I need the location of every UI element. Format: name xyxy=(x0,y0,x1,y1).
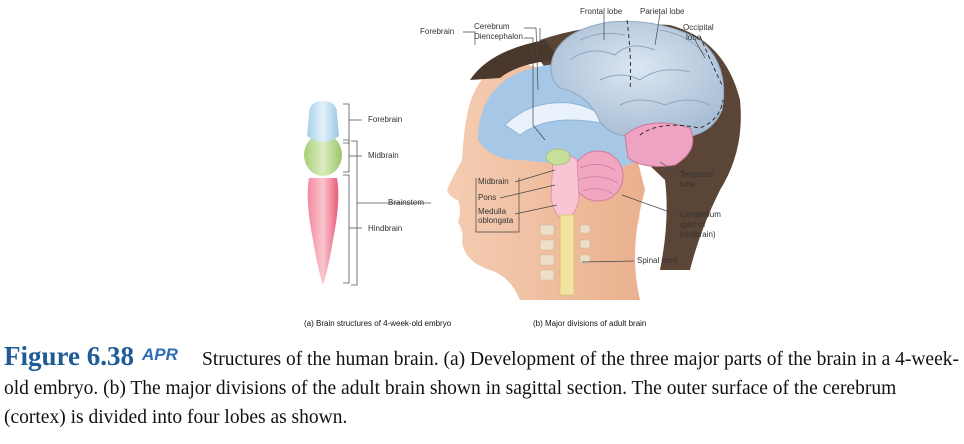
label-cerebrum: Cerebrum xyxy=(474,22,510,31)
adult-head xyxy=(447,19,741,300)
adult-leader-lines xyxy=(463,13,706,263)
apr-badge-icon[interactable]: APR xyxy=(141,344,188,373)
subcaption-a: (a) Brain structures of 4-week-old embry… xyxy=(304,319,452,328)
apr-badge-text: APR xyxy=(142,345,179,364)
label-temporal-lobe-2: lobe xyxy=(680,180,696,189)
label-adult-forebrain: Forebrain xyxy=(420,27,455,36)
cerebellum-section xyxy=(572,150,624,202)
label-embryo-midbrain: Midbrain xyxy=(368,151,399,160)
label-frontal-lobe: Frontal lobe xyxy=(580,7,623,16)
label-adult-midbrain: Midbrain xyxy=(478,177,509,186)
label-embryo-brainstem: Brainstem xyxy=(388,198,425,207)
figure-number: Figure 6.38 xyxy=(4,341,134,371)
label-diencephalon: Diencephalon xyxy=(474,32,523,41)
embryo-hindbrain-segment xyxy=(307,178,339,285)
caption-text: Structures of the human brain. (a) Devel… xyxy=(4,349,959,428)
label-spinal-cord: Spinal cord xyxy=(637,256,678,265)
embryo-neural-tube xyxy=(304,101,342,285)
temporal-lobe-region xyxy=(624,122,694,167)
label-embryo-forebrain: Forebrain xyxy=(368,115,403,124)
spinal-cord xyxy=(559,214,575,296)
label-occipital-lobe-2: lobe xyxy=(686,33,702,42)
label-cerebellum-2: (part of xyxy=(680,220,706,229)
embryo-brackets xyxy=(343,103,431,286)
label-pons: Pons xyxy=(478,193,497,202)
subcaption-b: (b) Major divisions of adult brain xyxy=(533,319,647,328)
brain-figure: Forebrain Midbrain Brainstem Hindbrain F… xyxy=(304,7,741,328)
label-occipital-lobe-1: Occipital xyxy=(683,23,714,32)
label-parietal-lobe: Parietal lobe xyxy=(640,7,685,16)
label-temporal-lobe-1: Temporal xyxy=(680,170,713,179)
brain-illustration xyxy=(304,13,741,300)
label-cerebellum-3: hindbrain) xyxy=(680,230,716,239)
embryo-forebrain-segment xyxy=(307,101,339,142)
label-cerebellum-1: Cerebellum xyxy=(680,210,721,219)
label-medulla-2: oblongata xyxy=(478,216,514,225)
label-embryo-hindbrain: Hindbrain xyxy=(368,224,403,233)
label-medulla-1: Medulla xyxy=(478,207,507,216)
embryo-midbrain-segment xyxy=(304,134,342,176)
